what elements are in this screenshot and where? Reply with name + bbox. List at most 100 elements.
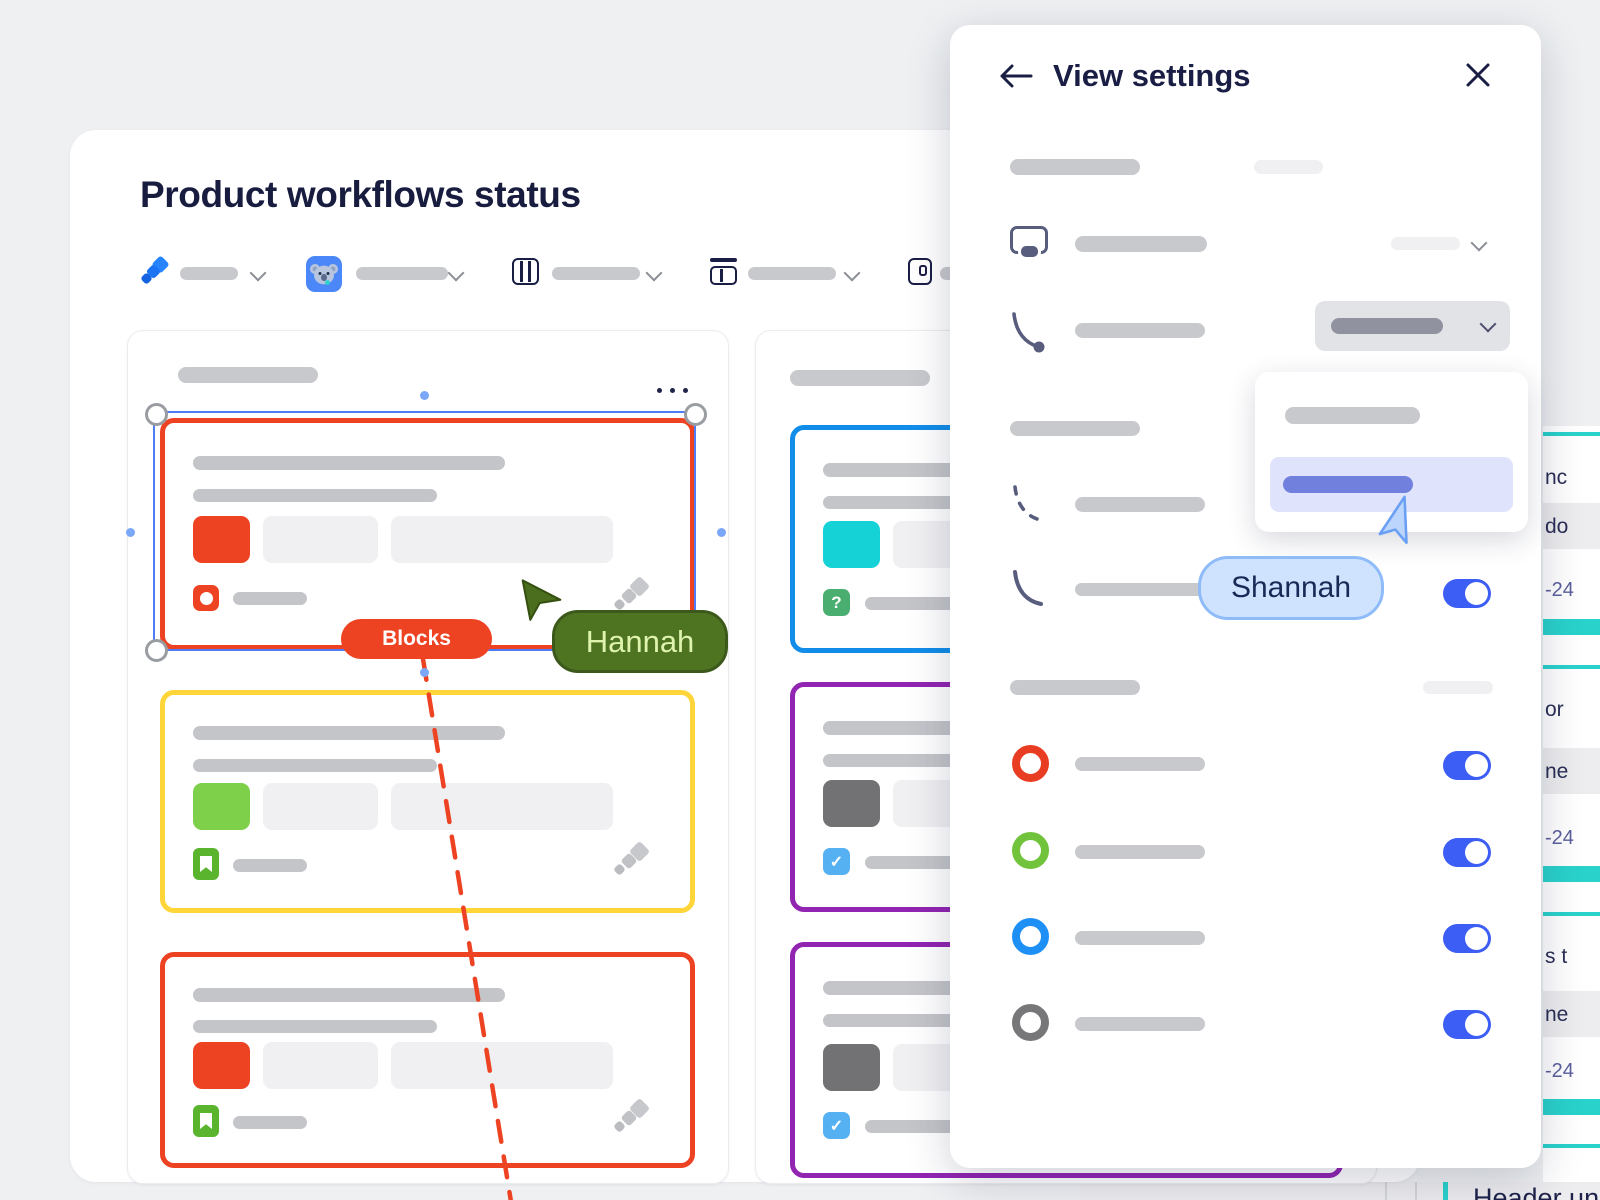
dropdown-select[interactable]	[1315, 301, 1510, 351]
card-chip-skeleton	[263, 783, 378, 830]
row-label-skeleton	[1075, 757, 1205, 771]
options-popup	[1255, 372, 1528, 532]
table-footer-text: Header un	[1473, 1183, 1600, 1200]
bookmark-icon	[193, 1105, 219, 1137]
board-card[interactable]	[160, 952, 695, 1168]
jira-logo-gray-icon	[612, 1097, 652, 1141]
resize-handle[interactable]	[684, 403, 707, 426]
card-badge-green	[193, 783, 250, 830]
checkbox-checked-icon: ✓	[823, 1112, 850, 1139]
card-text-skeleton	[193, 759, 437, 772]
table-cell-fragment: ne	[1545, 1003, 1569, 1026]
table-cell-fragment: or	[1545, 698, 1564, 721]
toolbar-label-skeleton	[356, 267, 448, 280]
question-icon: ?	[823, 589, 850, 616]
section-title-skeleton	[1010, 159, 1140, 175]
connector-point[interactable]	[420, 668, 429, 677]
card-badge-gray	[823, 780, 880, 827]
hannah-cursor-label: Hannah	[552, 610, 728, 673]
table-row-shaded	[1543, 503, 1600, 549]
page-title: Product workflows status	[140, 174, 581, 215]
ring-green-icon	[1012, 832, 1049, 869]
row-label-skeleton	[1075, 323, 1205, 338]
columns-layout-icon[interactable]	[512, 258, 539, 285]
board-card[interactable]	[160, 690, 695, 913]
card-meta-skeleton	[865, 597, 975, 610]
table-accent-line	[1543, 912, 1600, 916]
close-icon[interactable]	[1464, 61, 1492, 89]
column-title-skeleton	[178, 367, 318, 383]
ring-blue-icon	[1012, 918, 1049, 955]
table-cell-fragment: -24	[1545, 1060, 1574, 1082]
curve-connector-icon	[1013, 570, 1043, 606]
card-text-skeleton	[193, 726, 505, 740]
toggle-on[interactable]	[1443, 751, 1491, 780]
table-cell-fragment: nc	[1545, 466, 1568, 489]
table-accent-bar	[1543, 619, 1600, 635]
back-arrow-icon[interactable]	[998, 63, 1034, 89]
card-chip-skeleton	[263, 516, 378, 563]
toggle-on[interactable]	[1443, 924, 1491, 953]
table-accent-vline	[1443, 1182, 1448, 1200]
connector-blocks-tag[interactable]: Blocks	[341, 619, 492, 659]
toolbar-label-skeleton	[552, 267, 640, 280]
koala-app-icon[interactable]	[306, 256, 342, 292]
table-cell-fragment: ne	[1545, 760, 1569, 783]
row-label-skeleton	[1075, 236, 1207, 252]
frame-icon	[1010, 226, 1050, 260]
icon-frame	[710, 266, 737, 285]
table-cell-fragment: do	[1545, 515, 1569, 538]
hannah-cursor-icon	[521, 579, 562, 621]
popup-title-skeleton	[1285, 407, 1420, 424]
jira-icon[interactable]	[140, 255, 170, 288]
resize-handle[interactable]	[145, 403, 168, 426]
table-accent-line	[1543, 1144, 1600, 1148]
card-text-skeleton	[193, 988, 505, 1002]
toggle-on[interactable]	[1443, 1010, 1491, 1039]
connector-point[interactable]	[717, 528, 726, 537]
column-title-skeleton	[790, 370, 930, 386]
card-chip-skeleton	[391, 516, 613, 563]
card-chip-skeleton	[391, 1042, 613, 1089]
card-badge-teal	[823, 521, 880, 568]
icon-frame	[908, 258, 932, 285]
jira-logo-gray-icon	[612, 840, 652, 884]
table-cell-fragment: -24	[1545, 579, 1574, 601]
card-text-skeleton	[193, 1020, 437, 1033]
shannah-cursor-icon	[1378, 495, 1408, 545]
card-meta-skeleton	[233, 1116, 307, 1129]
popup-option-highlighted[interactable]	[1270, 457, 1513, 512]
section-title-skeleton	[1010, 680, 1140, 695]
toggle-on[interactable]	[1443, 579, 1491, 608]
card-text-skeleton	[193, 489, 437, 502]
card-badge-red	[193, 516, 250, 563]
table-row-shaded	[1543, 991, 1600, 1037]
section-title-skeleton	[1010, 421, 1140, 436]
icon-frame	[512, 258, 539, 285]
table-accent-bar	[1543, 866, 1600, 882]
table-column-separator	[1415, 1182, 1417, 1200]
icon-divider	[720, 269, 723, 282]
icon-topbar	[710, 258, 737, 262]
resize-handle[interactable]	[145, 639, 168, 662]
table-layout-icon[interactable]	[710, 258, 737, 285]
background-table-footer-strip: Header un	[1080, 1182, 1600, 1200]
side-panel-icon[interactable]	[908, 258, 932, 285]
chevron-down-icon[interactable]	[1470, 234, 1488, 252]
card-chip-skeleton	[391, 783, 613, 830]
icon-inner-box	[919, 265, 927, 276]
row-value-skeleton	[1391, 237, 1460, 250]
card-meta-skeleton	[865, 856, 965, 869]
bookmark-icon	[193, 848, 219, 880]
connector-point[interactable]	[420, 391, 429, 400]
table-column-separator	[1385, 1182, 1387, 1200]
dropdown-value-skeleton	[1331, 318, 1443, 334]
view-settings-panel: View settings	[950, 25, 1541, 1168]
toggle-on[interactable]	[1443, 838, 1491, 867]
background-table-sliver: nc do -24 or ne -24 s t ne -24	[1543, 426, 1600, 1182]
table-row-shaded	[1543, 748, 1600, 794]
connector-point[interactable]	[126, 528, 135, 537]
table-accent-line	[1543, 432, 1600, 436]
column-menu-button[interactable]	[657, 388, 688, 393]
